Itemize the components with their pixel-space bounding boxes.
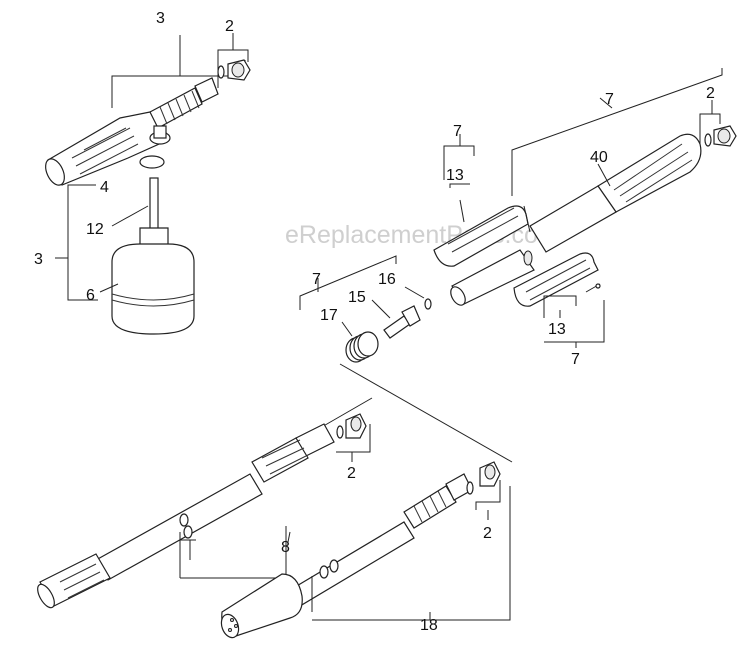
foam-nozzle-assembly	[45, 33, 251, 335]
o-ring-nozzle	[466, 481, 474, 495]
callout-18: 18	[420, 617, 438, 634]
callout-2-nozzle: 2	[483, 525, 492, 542]
callout-7-mid: 7	[312, 271, 321, 288]
detergent-bottle	[99, 227, 195, 335]
nozzle-clip-lower	[329, 559, 339, 573]
o-ring-lance	[336, 425, 344, 439]
callout-17: 17	[320, 307, 338, 324]
callout-2-lance: 2	[347, 465, 356, 482]
handle-assembly	[433, 68, 737, 348]
callout-2-right: 2	[706, 85, 715, 102]
callout-8: 8	[281, 539, 290, 556]
rotary-nozzle-assembly	[220, 461, 511, 639]
callout-7-lower: 7	[571, 351, 580, 368]
handle-grip	[529, 133, 702, 253]
lance-connector	[251, 423, 335, 483]
spring-17	[341, 321, 379, 363]
callout-6: 6	[86, 287, 95, 304]
callout-7-upper: 7	[453, 123, 462, 140]
rotary-nozzle-tube	[289, 521, 415, 607]
lance-assembly	[37, 363, 513, 609]
lance-tube	[95, 473, 263, 581]
lance-clip-upper	[179, 513, 189, 527]
rotary-nozzle-spring	[403, 473, 473, 529]
lance-tip	[37, 553, 111, 609]
callout-15: 15	[348, 289, 366, 306]
callout-3-top: 3	[156, 10, 165, 27]
foam-nozzle-spring	[149, 77, 219, 145]
callout-13-upper: 13	[446, 167, 464, 184]
callout-7-top-right: 7	[605, 91, 614, 108]
valve-parts	[299, 255, 432, 363]
handle-inner-tube	[450, 249, 535, 306]
valve-pin-15	[371, 299, 421, 339]
callout-2-top: 2	[225, 18, 234, 35]
o-ring-16	[424, 298, 432, 310]
callout-16: 16	[378, 271, 396, 288]
callout-4: 4	[100, 179, 109, 196]
nut-lance	[345, 413, 367, 439]
callout-3-left: 3	[34, 251, 43, 268]
foam-nozzle-body	[45, 109, 169, 186]
lance-clip-lower	[183, 525, 193, 539]
handle-half-shell-upper	[433, 199, 531, 267]
callout-40: 40	[590, 149, 608, 166]
handle-half-shell-lower	[513, 252, 599, 307]
callout-13-lower: 13	[548, 321, 566, 338]
nozzle-clip-upper	[319, 565, 329, 579]
nut-top	[227, 59, 251, 81]
callout-12: 12	[86, 221, 104, 238]
rotary-nozzle-cone	[220, 573, 303, 639]
screw	[585, 283, 601, 293]
washer-4	[139, 155, 165, 169]
siphon-tube	[111, 177, 159, 234]
nut-right	[713, 125, 737, 147]
nut-nozzle	[479, 461, 501, 487]
o-ring-top	[217, 65, 225, 79]
o-ring-right	[704, 133, 712, 147]
